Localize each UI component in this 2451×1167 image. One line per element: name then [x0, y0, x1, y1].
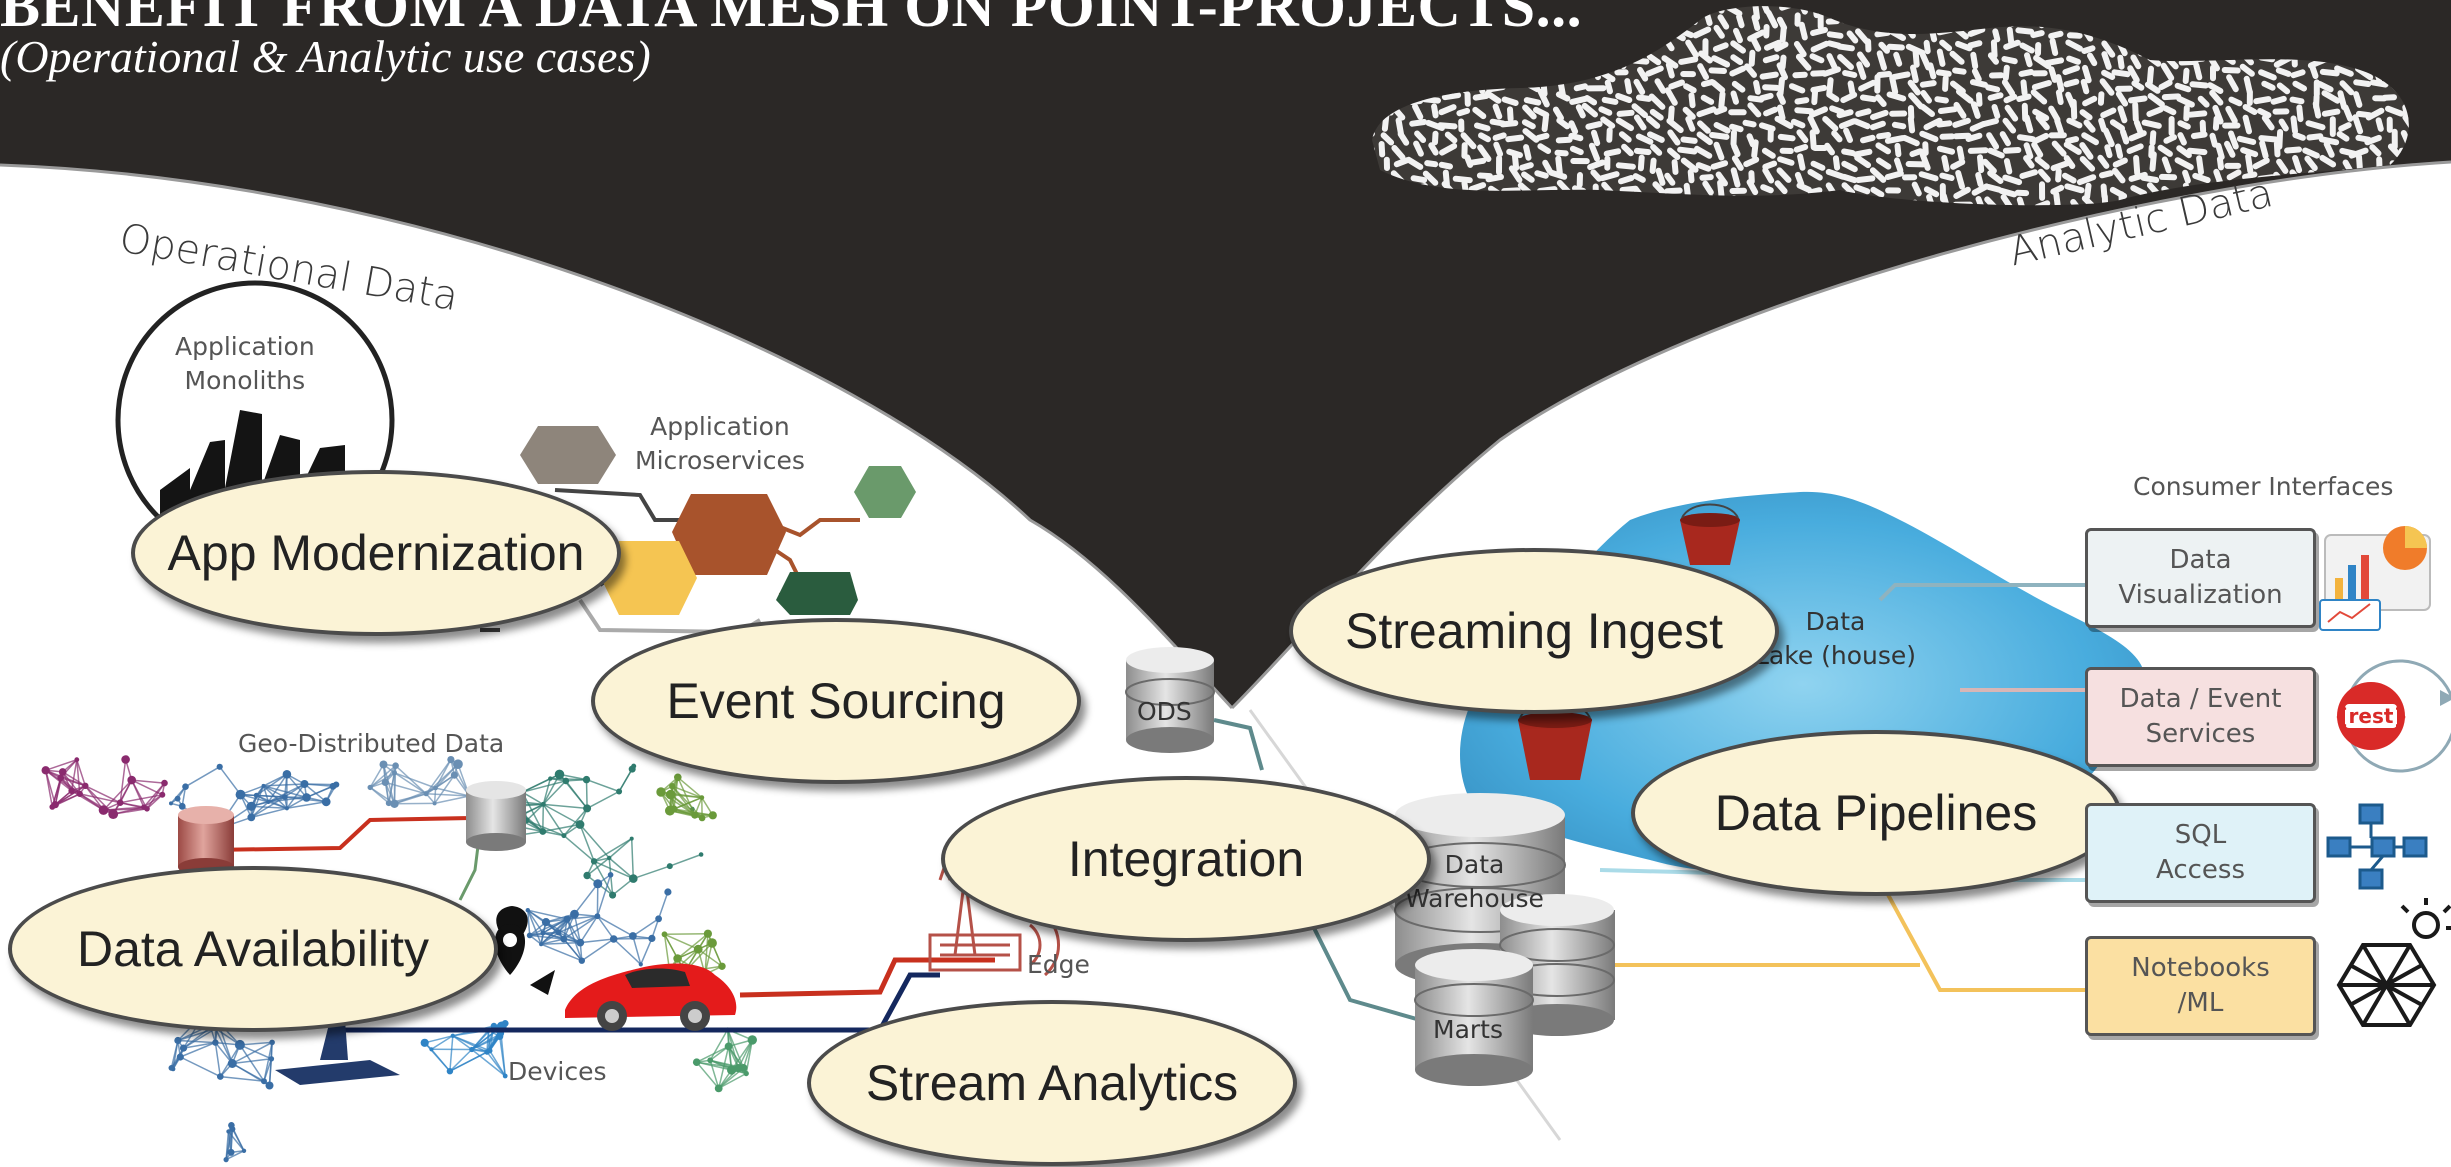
app-modernization-ellipse: App Modernization: [131, 470, 621, 636]
flowchart-icon: [2326, 803, 2428, 890]
hexagon-icon: [520, 426, 616, 484]
edge-link-red: [739, 957, 995, 998]
edge-label: Edge: [1027, 950, 1090, 979]
ship-icon: [275, 1020, 400, 1085]
marts-label: Marts: [1433, 1015, 1503, 1044]
rest-text: {rest}: [2334, 704, 2407, 728]
bucket-icon: [1680, 503, 1740, 565]
data-availability-label: Data Availability: [76, 921, 430, 977]
data-pipelines-label: Data Pipelines: [1714, 785, 2038, 841]
marts-database-icon: [1414, 949, 1534, 1086]
bucket-icon: [1518, 700, 1592, 780]
data-event-services-box: Data / Event Services: [2085, 667, 2316, 767]
lake-label: Data Lake (house): [1755, 607, 1917, 670]
sql-access-box: SQL Access: [2085, 803, 2316, 903]
database-icon: [466, 781, 526, 851]
rest-icon: {rest}: [2334, 659, 2451, 773]
app-modernization-label: App Modernization: [167, 525, 585, 581]
event-sourcing-label: Event Sourcing: [666, 673, 1006, 729]
event-sourcing-ellipse: Event Sourcing: [591, 618, 1081, 784]
stream-analytics-ellipse: Stream Analytics: [807, 1000, 1297, 1166]
ods-database-icon: [1125, 647, 1215, 753]
page-subtitle: (Operational & Analytic use cases): [0, 31, 651, 82]
edge-link-navy: [330, 972, 940, 1033]
hexagon-icon: [672, 494, 786, 575]
data-pipelines-ellipse: Data Pipelines: [1631, 730, 2121, 896]
ods-label: ODS: [1137, 697, 1192, 726]
integration-ellipse: Integration: [941, 776, 1431, 942]
marts-link-line: [1308, 919, 1421, 1022]
microservices-label: Application Microservices: [635, 412, 805, 475]
streaming-ingest-ellipse: Streaming Ingest: [1289, 548, 1779, 714]
operational-arc: [0, 163, 1234, 710]
hexagon-icon: [854, 466, 916, 518]
hexagon-icon: [601, 541, 697, 615]
chart-icon: [2319, 526, 2431, 631]
stream-analytics-label: Stream Analytics: [865, 1055, 1239, 1111]
consumer-interfaces-title: Consumer Interfaces: [2133, 472, 2394, 501]
devices-label: Devices: [508, 1057, 607, 1086]
warehouse-label: Data Warehouse: [1405, 850, 1544, 913]
monoliths-label: Application Monoliths: [175, 332, 315, 395]
hexagon-icon: [776, 572, 858, 615]
notebooks-ml-box: Notebooks /ML: [2085, 936, 2316, 1036]
integration-label: Integration: [1067, 831, 1305, 887]
ods-link-line: [1213, 718, 1264, 771]
car-icon: [565, 963, 737, 1031]
streaming-ingest-label: Streaming Ingest: [1345, 603, 1723, 659]
neural-network-icon: [2336, 898, 2451, 1027]
page-title: BENEFIT FROM A DATA MESH ON POINT-PROJEC…: [0, 0, 1583, 39]
data-availability-ellipse: Data Availability: [8, 866, 498, 1032]
data-visualization-box: Data Visualization: [2085, 528, 2316, 628]
map-pin-icon: [494, 906, 555, 995]
geo-data-label: Geo-Distributed Data: [238, 729, 505, 758]
